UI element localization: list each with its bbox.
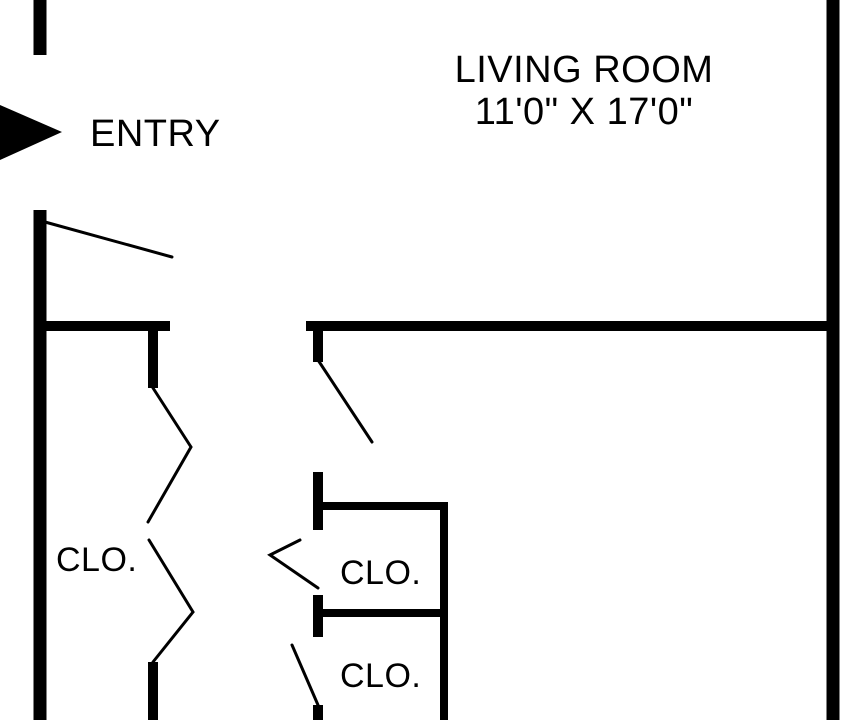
lower-closet-door bbox=[290, 643, 320, 707]
middle-closet-door bbox=[267, 538, 320, 590]
living-room-name: LIVING ROOM bbox=[455, 49, 714, 91]
walls bbox=[33, 0, 840, 720]
entry-arrow-icon bbox=[0, 105, 62, 160]
left-closet-bifold-upper bbox=[146, 386, 193, 524]
entry-label: ENTRY bbox=[90, 113, 221, 155]
left-closet-label: CLO. bbox=[56, 541, 137, 579]
middle-closet-label: CLO. bbox=[340, 554, 421, 592]
doors bbox=[43, 220, 374, 707]
left-closet-bifold-lower bbox=[147, 538, 195, 664]
entry-door bbox=[43, 220, 174, 259]
hall-door bbox=[316, 358, 374, 444]
living-room-dimensions: 11'0" X 17'0" bbox=[475, 91, 693, 133]
lower-closet-label: CLO. bbox=[340, 657, 421, 695]
